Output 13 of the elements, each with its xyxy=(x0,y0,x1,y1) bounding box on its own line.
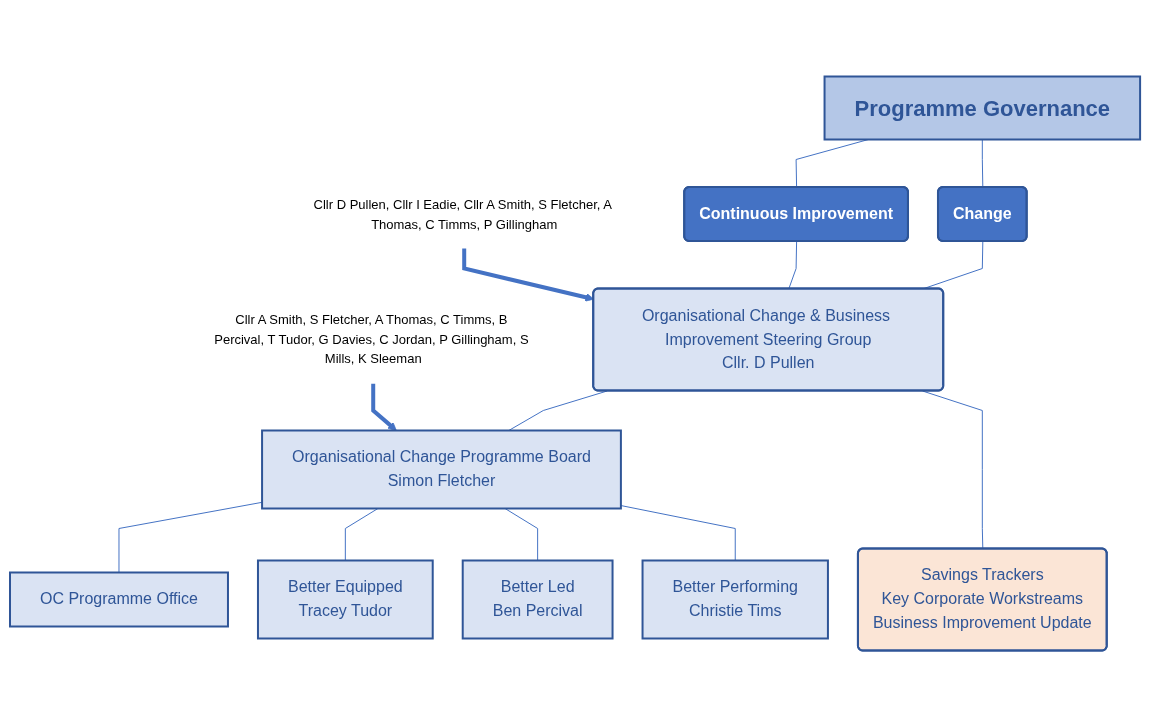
connector xyxy=(922,390,984,550)
connector xyxy=(788,241,798,290)
connector xyxy=(982,139,984,188)
node-box: Programme Governance xyxy=(824,75,1142,141)
connector xyxy=(620,505,737,561)
node-box: Better Led Ben Percival xyxy=(462,559,614,640)
node-box: Better Performing Christie Tims xyxy=(642,559,830,640)
node-text: Cllr A Smith, S Fletcher, A Thomas, C Timms, B Percival, T Tudor, G Davies, C Jordan, P Gillingham, S Mills, K Sleeman xyxy=(214,312,530,367)
arrow xyxy=(371,383,398,431)
node-box: Better Equipped Tracey Tudor xyxy=(257,559,435,640)
node-text: Cllr D Pullen, Cllr I Eadie, Cllr A Smith, S Fletcher, A Thomas, C Timms, P Gillingham xyxy=(314,196,612,231)
node-box: Organisational Change Programme Board Simon Fletcher xyxy=(261,429,623,510)
node-box: OC Programme Office xyxy=(9,571,230,628)
